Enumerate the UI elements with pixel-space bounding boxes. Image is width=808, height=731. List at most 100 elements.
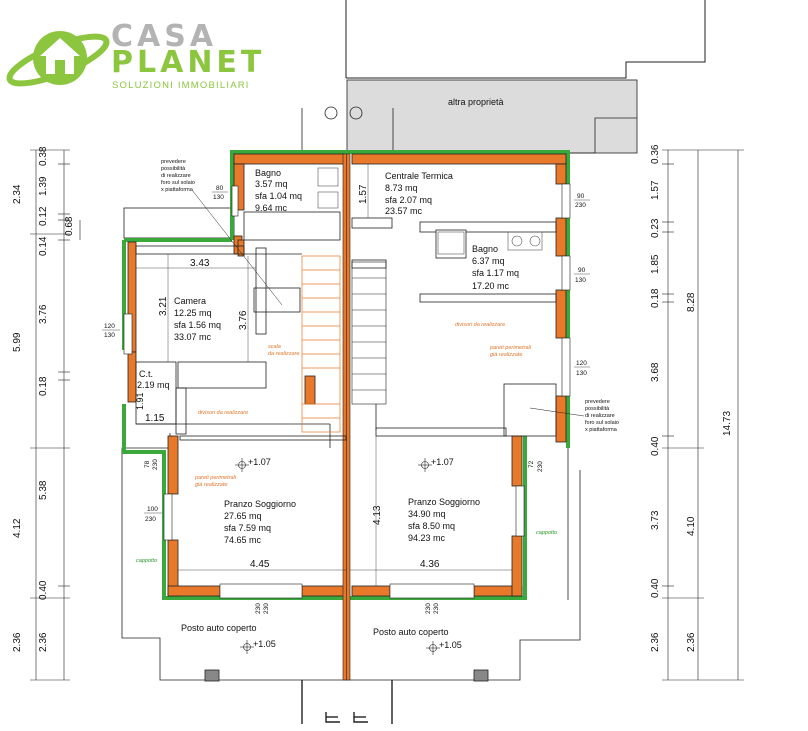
room-area: 6.37 mq [472,256,505,266]
level-value: +1.07 [248,457,271,467]
dim-4-45: 4.45 [250,559,270,570]
logo-text-planet: PLANET [111,45,266,80]
note-line: già realizzate [195,482,227,488]
note-line: pareti perimetrali [489,345,532,351]
note-line: di realizzare [585,413,615,419]
note-pareti-right: pareti perimetrali già realizzate [489,345,532,358]
staircase-right [351,261,387,405]
room-name: Camera [174,296,206,306]
window-label-100: 100 230 [144,506,162,523]
level-marker-3: +1.05 [240,639,276,654]
room-area: 8.73 mq [385,183,418,193]
note-cappotto-right: cappotto [536,530,557,536]
note-line: foro sul solaio [161,180,195,186]
note-line: foro sul solaio [585,420,619,426]
dim-3-76: 3.76 [238,310,249,330]
note-divisori-right: divisori da realizzare [455,322,505,328]
room-camera: Camera 12.25 mq sfa 1.56 mq 33.07 mc [174,296,221,342]
dim-right-4-10: 4.10 [686,516,697,536]
level-marker-4: +1.05 [426,640,462,655]
room-ct: C.t. 2.19 mq [137,369,170,390]
note-line: pareti perimetrali [194,475,237,481]
room-volume: 17.20 mc [472,281,510,291]
dim-right-0-18: 0.18 [650,288,661,308]
note-line: prevedere [585,399,610,405]
room-name: Centrale Termica [385,171,453,181]
entry-marks [301,106,394,155]
window-label-78: 78 230 [144,459,159,470]
dim-4-36: 4.36 [420,559,440,570]
dim-right-2-36b: 2.36 [686,632,697,652]
note-line: da realizzare [268,351,300,357]
window-height: 230 [145,516,156,523]
dim-1-15: 1.15 [145,413,165,424]
note-line: possibilità [161,166,186,172]
window-width: 78 [144,460,151,468]
window-width: 230 [255,603,262,614]
room-name: Bagno [472,244,498,254]
window-width: 120 [576,360,587,367]
window-height: 230 [263,603,270,614]
neighbor-building: altra proprietà [345,0,706,154]
inner-dimensions: 3.43 3.21 3.76 1.57 1.91 1.15 4.45 4.36 … [135,164,512,586]
note-scala: scala da realizzare [268,344,300,357]
level-value: +1.07 [431,457,454,467]
dim-3-43: 3.43 [190,258,210,269]
neighbor-label: altra proprietà [448,97,504,107]
dim-1-57: 1.57 [358,184,369,204]
dim-outer-4-12: 4.12 [12,518,23,538]
room-posto-auto-1: Posto auto coperto [181,623,257,633]
window-height: 230 [575,202,586,209]
window-width: 100 [147,506,158,513]
dim-inner-0-14: 0.14 [38,236,49,256]
room-volume: 33.07 mc [174,332,212,342]
dim-right-0-23: 0.23 [650,218,661,238]
window-height: 230 [433,603,440,614]
note-line: di realizzare [161,173,191,179]
window-label-90b: 90 130 [574,267,590,284]
room-volume: 94.23 mc [408,533,446,543]
dim-right-1-85: 1.85 [650,254,661,274]
party-wall [342,153,351,681]
window-height: 130 [104,332,115,339]
note-line: scala [268,344,281,350]
dim-outer-2-36: 2.36 [12,632,23,652]
room-area: 3.57 mq [255,179,288,189]
dim-right-0-40b: 0.40 [650,578,661,598]
dim-right-0-36: 0.36 [650,144,661,164]
dim-right-3-73: 3.73 [650,510,661,530]
room-area: 12.25 mq [174,308,212,318]
room-sfa: sfa 1.17 mq [472,268,519,278]
room-posto-auto-2: Posto auto coperto [373,627,449,637]
level-marker-1: +1.07 [235,457,271,472]
window-width: 120 [104,323,115,330]
note-line: possibilità [585,406,610,412]
window-width: 90 [577,193,585,200]
room-area: 2.19 mq [137,380,170,390]
dim-right-0-40a: 0.40 [650,436,661,456]
room-volume: 74.65 mc [224,535,262,545]
dim-outer-2-34: 2.34 [12,184,23,204]
window-label-230a: 230 230 [255,603,270,614]
dim-inner-1-39: 1.39 [38,176,49,196]
level-value: +1.05 [439,640,462,650]
note-divisori-left: divisori da realizzare [198,410,248,416]
window-label-230b: 230 230 [425,603,440,614]
section-marks [301,680,393,724]
dim-inner-0-18: 0.18 [38,376,49,396]
dim-right-2-36: 2.36 [650,632,661,652]
note-prevedere-right: prevedere possibilità di realizzare foro… [529,399,619,433]
dim-inner-0-40: 0.40 [38,580,49,600]
room-sfa: sfa 2.07 mq [385,195,432,205]
room-sfa: sfa 1.56 mq [174,320,221,330]
window-width: 80 [216,185,224,192]
bathroom-fixtures [317,167,543,255]
room-area: 34.90 mq [408,509,446,519]
dim-right-1-57: 1.57 [650,180,661,200]
room-name: Pranzo Soggiorno [224,499,296,509]
room-pranzo-soggiorno-2: Pranzo Soggiorno 34.90 mq sfa 8.50 mq 94… [408,497,480,543]
room-area: 27.65 mq [224,511,262,521]
level-marker-2: +1.07 [418,457,454,472]
note-pareti-left: pareti perimetrali già realizzate [194,475,237,488]
